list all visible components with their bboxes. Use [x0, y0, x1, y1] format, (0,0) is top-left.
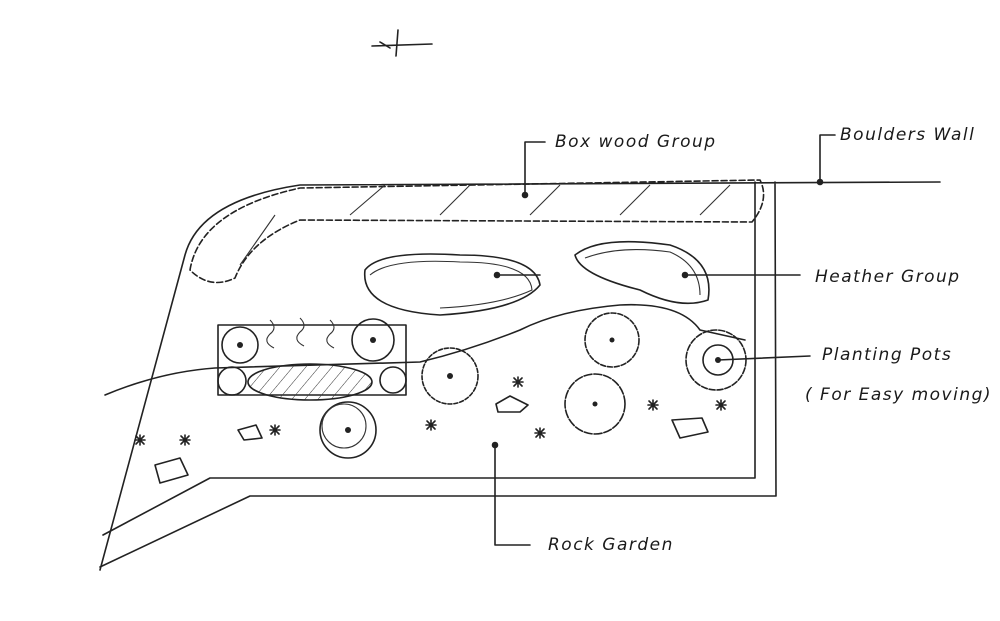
rocks — [154, 395, 709, 484]
label-planting-pots: Planting Pots — [822, 345, 952, 365]
label-heather-group: Heather Group — [815, 267, 961, 287]
path-curve — [104, 303, 746, 396]
heather-group — [363, 240, 710, 316]
boxwood-hedge — [189, 179, 765, 284]
leader-lines — [491, 134, 836, 546]
shrubs — [319, 312, 640, 459]
label-rock-garden: Rock Garden — [548, 535, 674, 555]
planting-box — [217, 317, 407, 401]
label-planting-pots-note: ( For Easy moving) — [805, 385, 992, 405]
label-boxwood-group: Box wood Group — [555, 132, 717, 152]
planting-pot — [685, 329, 747, 391]
label-boulders-wall: Boulders Wall — [840, 125, 975, 145]
groundcover-plants — [134, 376, 727, 446]
site-boundary — [99, 181, 941, 571]
rock-garden-bed — [102, 181, 756, 536]
north-arrow-icon — [371, 29, 433, 57]
